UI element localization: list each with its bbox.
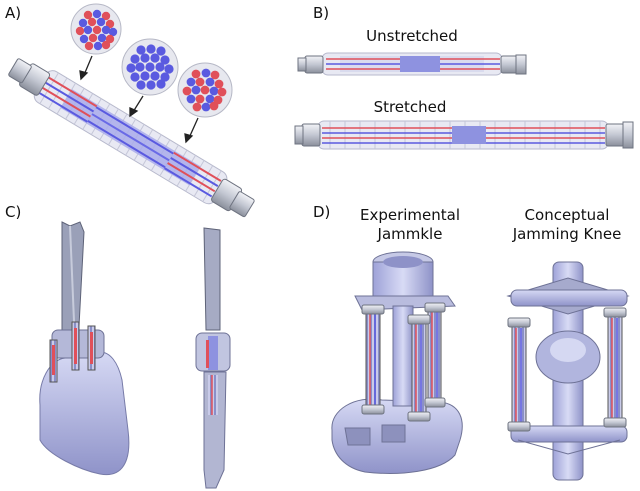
panel-c-letter: C) (5, 203, 22, 221)
cross-section-mixed-2 (177, 62, 233, 118)
experimental-jammkle-label: Experimental Jammkle (350, 206, 470, 244)
panel-a-jamming-tube (8, 3, 255, 218)
panel-d-jamming-knee (506, 261, 630, 481)
panel-b-tube-unstretched (297, 52, 527, 76)
experimental-line-2: Jammkle (377, 225, 443, 243)
unstretched-label: Unstretched (366, 27, 458, 45)
conceptual-line-1: Conceptual (524, 206, 610, 224)
panel-b-tube-stretched (294, 120, 634, 150)
experimental-line-1: Experimental (359, 206, 461, 224)
cross-section-mixed-1 (70, 3, 122, 55)
panel-a-letter: A) (5, 4, 22, 22)
panel-d-letter: D) (313, 203, 331, 221)
conceptual-knee-label: Conceptual Jamming Knee (497, 206, 637, 244)
cross-section-blue (121, 38, 179, 96)
panel-a-arrows (79, 55, 199, 144)
panel-b-letter: B) (313, 4, 330, 22)
panel-c-prosthesis-front (195, 227, 231, 489)
stretched-label: Stretched (373, 98, 447, 116)
panel-c-prosthesis-side (39, 221, 130, 476)
conceptual-line-2: Jamming Knee (512, 225, 622, 243)
panel-d-jammkle (331, 251, 463, 474)
